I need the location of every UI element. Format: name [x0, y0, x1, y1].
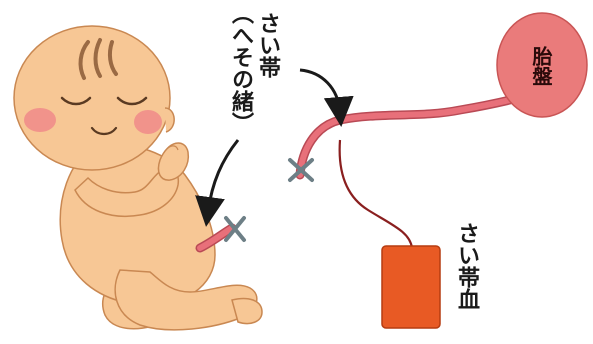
baby-illustration	[13, 25, 263, 331]
baby-hair	[78, 38, 118, 80]
label-navel-cord: （へその緒）	[228, 2, 253, 134]
baby-cheek-left	[24, 108, 56, 132]
baby-hand	[157, 142, 190, 181]
label-cord-blood: さい帯血	[454, 222, 479, 310]
baby-eye-right	[116, 96, 148, 106]
baby-head	[13, 25, 171, 171]
placenta-cord	[288, 87, 545, 182]
baby-mouth	[90, 126, 118, 136]
placenta	[496, 12, 588, 118]
baby-eye-left	[60, 96, 92, 106]
label-umbilical-cord: さい帯	[255, 12, 280, 78]
arrow-to-placenta-cord	[299, 68, 354, 127]
clamp-placenta-cord	[288, 158, 314, 182]
baby-ear	[164, 107, 175, 133]
clamp-baby	[224, 216, 246, 242]
baby-cord-stump	[195, 216, 246, 253]
collection-tube	[338, 139, 414, 249]
label-placenta: 胎盤	[529, 46, 553, 86]
baby-cheek-right	[134, 110, 162, 134]
cord-blood-bag	[381, 245, 441, 329]
arrow-to-baby-cord	[195, 139, 240, 227]
baby-foot	[231, 297, 263, 325]
